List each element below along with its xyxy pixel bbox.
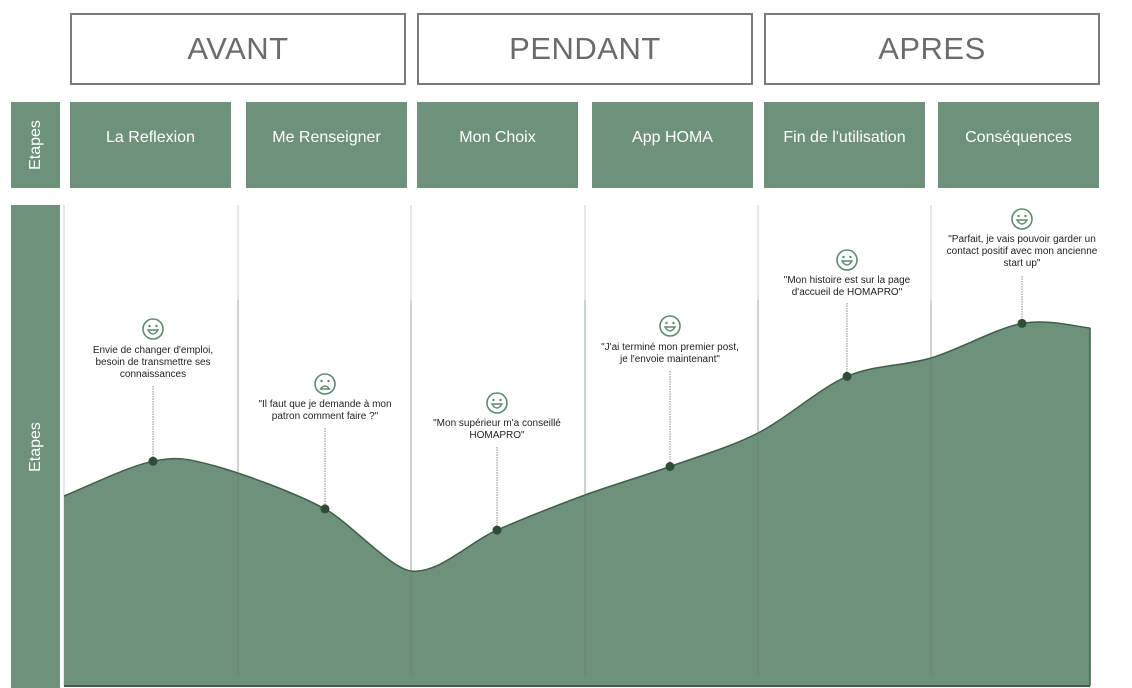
- face-eye: [327, 379, 330, 383]
- note-text: "Il faut que je demande à mon patron com…: [258, 399, 392, 422]
- phase-avant: AVANT: [70, 13, 406, 85]
- journey-row-label: Etapes: [11, 205, 60, 688]
- face-eye: [842, 255, 845, 259]
- phase-apres: APRES: [764, 13, 1100, 85]
- face-eye: [148, 324, 151, 328]
- face-mouth: [840, 260, 854, 266]
- journey-area: [64, 321, 1090, 686]
- stage-label: App HOMA: [632, 129, 713, 146]
- stage-consequences: Conséquences: [938, 102, 1099, 188]
- face-eye: [492, 398, 495, 402]
- face-mouth: [490, 403, 504, 409]
- stage-app-homa: App HOMA: [592, 102, 753, 188]
- happy-face-icon: [486, 392, 508, 414]
- stage-fin-utilisation: Fin de l'utilisation: [764, 102, 925, 188]
- data-point: [842, 371, 852, 381]
- phase-label: PENDANT: [509, 31, 661, 66]
- stage-label: Conséquences: [965, 129, 1072, 146]
- note-text: "J'ai terminé mon premier post, je l'env…: [601, 342, 739, 365]
- stage-label: Fin de l'utilisation: [783, 129, 906, 146]
- happy-face-icon: [659, 315, 681, 337]
- stages-row-label: Etapes: [11, 102, 60, 188]
- happy-face-icon: [142, 318, 164, 340]
- happy-face-icon: [1011, 208, 1033, 230]
- happy-face-icon: [836, 249, 858, 271]
- stage-la-reflexion: La Reflexion: [70, 102, 231, 188]
- stage-label: Mon Choix: [459, 129, 536, 146]
- face-eye: [665, 321, 668, 325]
- face-mouth: [319, 385, 331, 390]
- face-eye: [1017, 214, 1020, 218]
- stage-label: Me Renseigner: [272, 129, 381, 146]
- face-mouth: [146, 329, 160, 335]
- sad-face-icon: [314, 373, 336, 395]
- data-point: [665, 462, 675, 471]
- note-text: "Mon supérieur m'a conseillé HOMAPRO": [433, 418, 561, 441]
- phase-label: APRES: [878, 31, 986, 66]
- face-mouth: [1015, 219, 1029, 225]
- note-text: "Mon histoire est sur la page d'accueil …: [783, 275, 911, 298]
- face-eye: [155, 324, 158, 328]
- stage-mon-choix: Mon Choix: [417, 102, 578, 188]
- face-eye: [320, 379, 323, 383]
- data-point: [320, 504, 330, 514]
- stage-label: La Reflexion: [106, 129, 195, 146]
- phase-label: AVANT: [187, 31, 289, 66]
- face-eye: [672, 321, 675, 325]
- phase-pendant: PENDANT: [417, 13, 753, 85]
- face-eye: [1024, 214, 1027, 218]
- note-text: "Parfait, je vais pouvoir garder un cont…: [946, 234, 1098, 269]
- data-point: [1017, 318, 1027, 328]
- stage-me-renseigner: Me Renseigner: [246, 102, 407, 188]
- data-point: [148, 456, 158, 466]
- note-text: Envie de changer d'emploi, besoin de tra…: [92, 345, 214, 380]
- data-point: [492, 525, 502, 535]
- face-mouth: [663, 326, 677, 332]
- face-eye: [499, 398, 502, 402]
- face-eye: [849, 255, 852, 259]
